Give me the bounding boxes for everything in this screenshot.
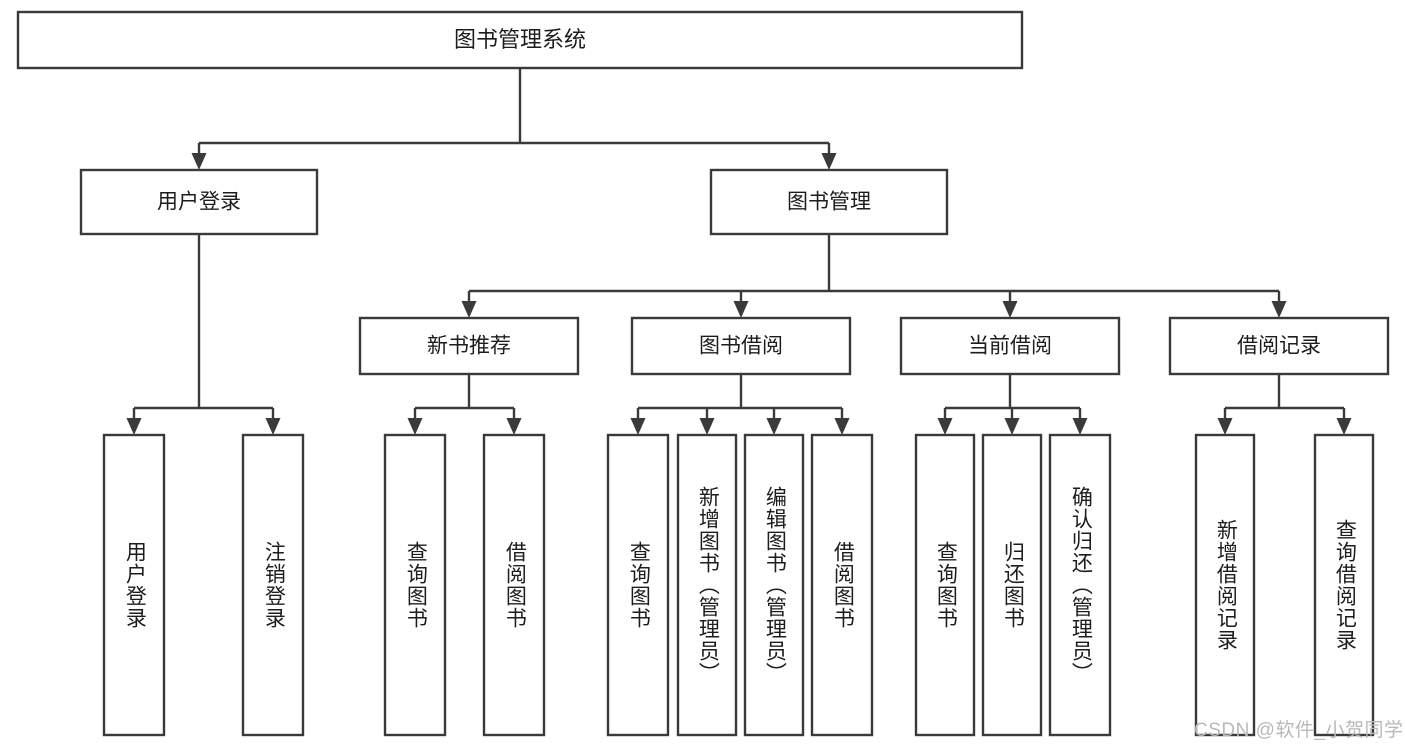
node-label-l2-user-login: 用户登录 bbox=[157, 191, 241, 214]
node-label-root: 图书管理系统 bbox=[454, 27, 586, 52]
arrow-head-leaf-rec-query-book bbox=[407, 418, 423, 435]
node-box-l3-borrow-record[interactable] bbox=[1168, 316, 1390, 376]
arrow-head-leaf-borrow-add-book bbox=[699, 418, 715, 435]
node-box-leaf-borrow-edit-book[interactable] bbox=[743, 433, 805, 737]
node-label-l2-book-manage: 图书管理 bbox=[787, 191, 871, 214]
csdn-watermark: CSDN @软件_小贺同学 bbox=[1194, 720, 1404, 741]
node-box-leaf-cur-return-book[interactable] bbox=[981, 433, 1043, 737]
node-box-leaf-rec-add-record[interactable] bbox=[1194, 433, 1256, 737]
arrow-head-l2-book-manage bbox=[821, 153, 837, 170]
node-box-leaf-user-login[interactable] bbox=[102, 433, 166, 737]
node-box-leaf-borrow-borrow-book[interactable] bbox=[810, 433, 874, 737]
node-box-l3-current-borrow[interactable] bbox=[899, 316, 1121, 376]
node-box-leaf-rec-query-record[interactable] bbox=[1313, 433, 1375, 737]
arrow-head-l3-new-book-rec bbox=[461, 301, 477, 318]
arrow-head-leaf-borrow-query-book bbox=[630, 418, 646, 435]
arrow-head-l3-book-borrow bbox=[733, 301, 749, 318]
node-label-l3-current-borrow: 当前借阅 bbox=[968, 335, 1052, 358]
arrow-head-leaf-user-login bbox=[126, 418, 142, 435]
arrow-head-l2-user-login bbox=[191, 153, 207, 170]
node-box-leaf-borrow-add-book[interactable] bbox=[676, 433, 738, 737]
node-box-l3-book-borrow[interactable] bbox=[630, 316, 852, 376]
arrow-head-leaf-rec-borrow-book bbox=[506, 418, 522, 435]
node-box-l3-new-book-rec[interactable] bbox=[358, 316, 580, 376]
node-box-leaf-borrow-query-book[interactable] bbox=[606, 433, 670, 737]
node-label-l3-book-borrow: 图书借阅 bbox=[699, 335, 783, 358]
node-box-leaf-rec-borrow-book[interactable] bbox=[482, 433, 546, 737]
arrow-head-leaf-user-logout bbox=[265, 418, 281, 435]
node-label-l3-borrow-record: 借阅记录 bbox=[1237, 335, 1321, 358]
node-box-l2-user-login[interactable] bbox=[79, 168, 319, 236]
boxes-layer bbox=[16, 10, 1390, 737]
arrow-head-leaf-cur-return-book bbox=[1004, 418, 1020, 435]
node-box-leaf-user-logout[interactable] bbox=[241, 433, 305, 737]
node-box-leaf-cur-confirm-return[interactable] bbox=[1048, 433, 1112, 737]
connectors-layer bbox=[126, 68, 1352, 435]
node-label-l3-new-book-rec: 新书推荐 bbox=[427, 335, 511, 358]
arrow-head-leaf-cur-query-book bbox=[937, 418, 953, 435]
arrow-head-leaf-borrow-borrow-book bbox=[834, 418, 850, 435]
arrow-head-leaf-borrow-edit-book bbox=[766, 418, 782, 435]
node-box-root[interactable] bbox=[16, 10, 1024, 70]
node-box-leaf-cur-query-book[interactable] bbox=[914, 433, 976, 737]
arrow-head-leaf-rec-query-record bbox=[1336, 418, 1352, 435]
arrow-head-leaf-cur-confirm-return bbox=[1072, 418, 1088, 435]
arrow-head-l3-current-borrow bbox=[1002, 301, 1018, 318]
arrow-head-l3-borrow-record bbox=[1271, 301, 1287, 318]
arrow-head-leaf-rec-add-record bbox=[1217, 418, 1233, 435]
node-box-leaf-rec-query-book[interactable] bbox=[383, 433, 447, 737]
node-box-l2-book-manage[interactable] bbox=[709, 168, 949, 236]
